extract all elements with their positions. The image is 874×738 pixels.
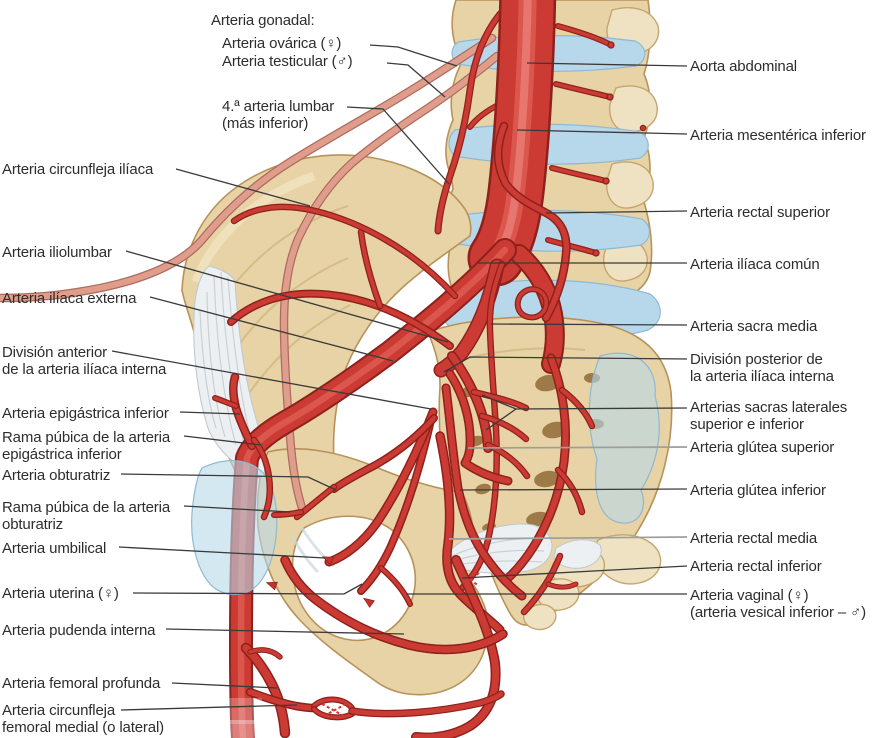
label-arteria-pudenda-interna: Arteria pudenda interna	[2, 622, 156, 639]
leader-uterina	[132, 583, 363, 595]
leader-glutea-inferior	[459, 488, 688, 491]
leader-pudenda	[165, 628, 405, 635]
leader-sacras-laterales	[515, 407, 688, 410]
leader-circunfleja-iliaca	[175, 168, 311, 207]
label-arteria-rectal-superior: Arteria rectal superior	[690, 204, 830, 221]
label-aorta-abdominal: Aorta abdominal	[690, 58, 797, 75]
leader-sacra-media	[490, 323, 688, 326]
leader-lines	[111, 44, 688, 711]
label-arteria-testicular: Arteria testicular (♂)	[222, 53, 353, 70]
leader-aorta	[526, 62, 688, 67]
label-arteria-obturatriz: Arteria obturatriz	[2, 467, 111, 484]
leader-division-anterior	[111, 350, 432, 410]
cut-marks	[321, 572, 480, 718]
label-4a-arteria-lumbar: 4.ª arteria lumbar (más inferior)	[222, 98, 335, 132]
leader-sacras-laterales-sup	[481, 394, 517, 410]
articular-process	[609, 85, 658, 133]
label-arteria-rectal-inferior: Arteria rectal inferior	[690, 558, 822, 575]
leader-division-posterior	[443, 356, 688, 373]
label-rama-pubica-epigastrica: Rama púbica de la arteria epigástrica in…	[2, 429, 171, 463]
label-arteria-gonadal-header: Arteria gonadal:	[211, 12, 315, 29]
leader-ovarica	[369, 44, 458, 67]
leader-rectal-inferior	[461, 565, 688, 579]
leader-lumbar-4	[346, 106, 450, 185]
label-arteria-iliaca-comun: Arteria ilíaca común	[690, 256, 820, 273]
leader-umbilical	[118, 546, 326, 559]
label-arteria-uterina: Arteria uterina (♀)	[2, 585, 119, 602]
label-arteria-vaginal: Arteria vaginal (♀) (arteria vesical inf…	[690, 587, 866, 621]
label-arteria-umbilical: Arteria umbilical	[2, 540, 107, 557]
label-division-posterior: División posterior de la arteria ilíaca …	[690, 351, 834, 385]
label-arteria-ovarica: Arteria ovárica (♀)	[222, 35, 342, 52]
leader-circunfleja-femoral	[120, 704, 298, 711]
label-arteria-circunfleja-iliaca: Arteria circunfleja ilíaca	[2, 161, 154, 178]
label-rama-pubica-obturatriz: Rama púbica de la arteria obturatriz	[2, 499, 171, 533]
femoral-arteries	[222, 648, 501, 738]
leader-glutea-superior	[467, 446, 688, 449]
label-arteria-sacra-media: Arteria sacra media	[690, 318, 818, 335]
leader-obturatriz	[120, 473, 337, 491]
cut-vessel-dots	[592, 41, 647, 257]
leader-testicular	[386, 62, 446, 98]
label-arterias-sacras-laterales: Arterias sacras laterales superior e inf…	[690, 399, 848, 433]
sacrotuberous-ligament	[553, 539, 602, 569]
ischial-spine-bone	[594, 534, 662, 585]
label-arteria-mesenterica-inferior: Arteria mesentérica inferior	[690, 127, 866, 144]
label-arteria-epigastrica-inferior: Arteria epigástrica inferior	[2, 405, 169, 422]
leader-rectal-superior	[545, 210, 688, 214]
label-arteria-femoral-profunda: Arteria femoral profunda	[2, 675, 161, 692]
label-arteria-glutea-superior: Arteria glútea superior	[690, 439, 835, 456]
label-arteria-iliaca-externa: Arteria ilíaca externa	[2, 290, 137, 307]
leader-mesenterica	[516, 129, 688, 135]
leader-sacras-laterales-inf	[485, 408, 517, 431]
label-arteria-rectal-media: Arteria rectal media	[690, 530, 818, 547]
label-arteria-circunfleja-femoral: Arteria circunfleja femoral medial (o la…	[2, 702, 164, 736]
leader-epigastrica	[179, 411, 241, 415]
leader-iliolumbar	[125, 250, 449, 343]
articular-process	[606, 161, 654, 209]
pubic-symphysis-cartilage	[191, 460, 278, 596]
label-arteria-iliolumbar: Arteria iliolumbar	[2, 244, 112, 261]
leader-rectal-media	[448, 536, 688, 540]
sacral-cartilage	[588, 352, 660, 524]
leader-iliaca-externa	[149, 296, 394, 362]
leader-femoral-profunda	[171, 682, 278, 689]
leader-rama-epigastrica	[183, 435, 262, 446]
label-arteria-glutea-inferior: Arteria glútea inferior	[690, 482, 826, 499]
leader-rama-obturatriz	[183, 505, 291, 513]
label-division-anterior: División anterior de la arteria ilíaca i…	[2, 344, 167, 378]
